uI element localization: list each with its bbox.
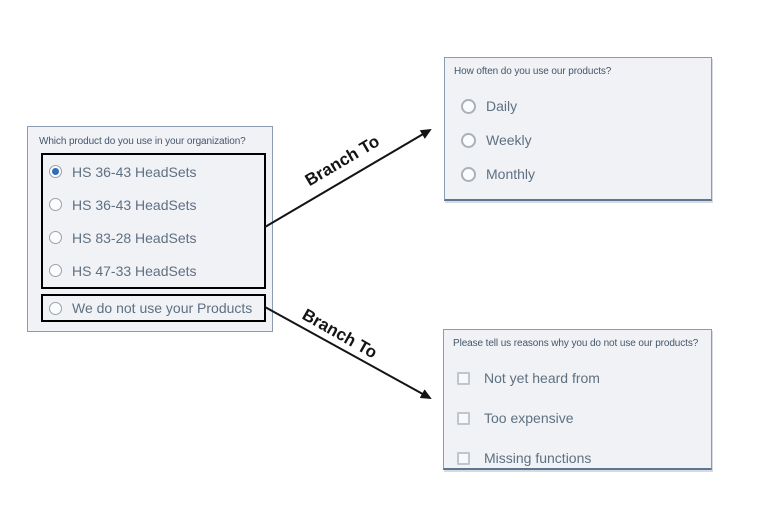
branch-source-highlight-optout: We do not use your Products [41, 294, 266, 322]
option-row-product-4[interactable]: HS 47-33 HeadSets [43, 254, 264, 287]
radio-product-1[interactable] [49, 165, 62, 178]
radio-monthly[interactable] [461, 166, 476, 182]
option-label: Not yet heard from [484, 370, 600, 386]
radio-product-2[interactable] [49, 198, 62, 211]
source-question-card: Which product do you use in your organiz… [27, 126, 273, 332]
option-row-weekly[interactable]: Weekly [445, 123, 711, 157]
option-label: HS 36-43 HeadSets [72, 196, 197, 213]
option-row-daily[interactable]: Daily [445, 89, 711, 123]
option-label: Monthly [486, 166, 536, 182]
frequency-question-card: How often do you use our products? Daily… [444, 57, 712, 201]
option-label: Missing functions [484, 450, 592, 466]
radio-product-3[interactable] [49, 231, 62, 244]
reasons-question-card: Please tell us reasons why you do not us… [443, 329, 712, 470]
option-label: HS 83-28 HeadSets [72, 229, 197, 246]
option-row-too-expensive[interactable]: Too expensive [444, 398, 711, 438]
checkbox-not-heard[interactable] [457, 371, 470, 385]
radio-product-4[interactable] [49, 264, 62, 277]
option-row-product-1[interactable]: HS 36-43 HeadSets [43, 155, 264, 188]
branch-to-label-bottom: Branch To [299, 305, 381, 363]
option-label: Weekly [486, 132, 532, 148]
checkbox-missing-functions[interactable] [457, 451, 470, 465]
option-row-product-3[interactable]: HS 83-28 HeadSets [43, 221, 264, 254]
radio-optout[interactable] [49, 301, 62, 315]
radio-weekly[interactable] [461, 132, 476, 148]
option-row-not-heard[interactable]: Not yet heard from [444, 358, 711, 398]
option-row-missing-functions[interactable]: Missing functions [444, 438, 711, 478]
source-question-title: Which product do you use in your organiz… [39, 136, 246, 147]
option-row-optout[interactable]: We do not use your Products [43, 296, 264, 320]
branch-source-highlight-products: HS 36-43 HeadSets HS 36-43 HeadSets HS 8… [41, 153, 266, 289]
branch-to-label-top: Branch To [301, 131, 383, 190]
option-label: HS 36-43 HeadSets [72, 163, 197, 180]
checkbox-too-expensive[interactable] [457, 411, 470, 425]
option-row-monthly[interactable]: Monthly [445, 157, 711, 191]
radio-daily[interactable] [461, 98, 476, 114]
option-label: Daily [486, 98, 518, 114]
option-label: We do not use your Products [72, 300, 253, 316]
option-row-product-2[interactable]: HS 36-43 HeadSets [43, 188, 264, 221]
frequency-question-title: How often do you use our products? [454, 66, 612, 77]
reasons-question-title: Please tell us reasons why you do not us… [453, 338, 699, 349]
option-label: HS 47-33 HeadSets [72, 262, 197, 279]
option-label: Too expensive [484, 410, 574, 426]
branch-arrow-top [264, 128, 432, 228]
